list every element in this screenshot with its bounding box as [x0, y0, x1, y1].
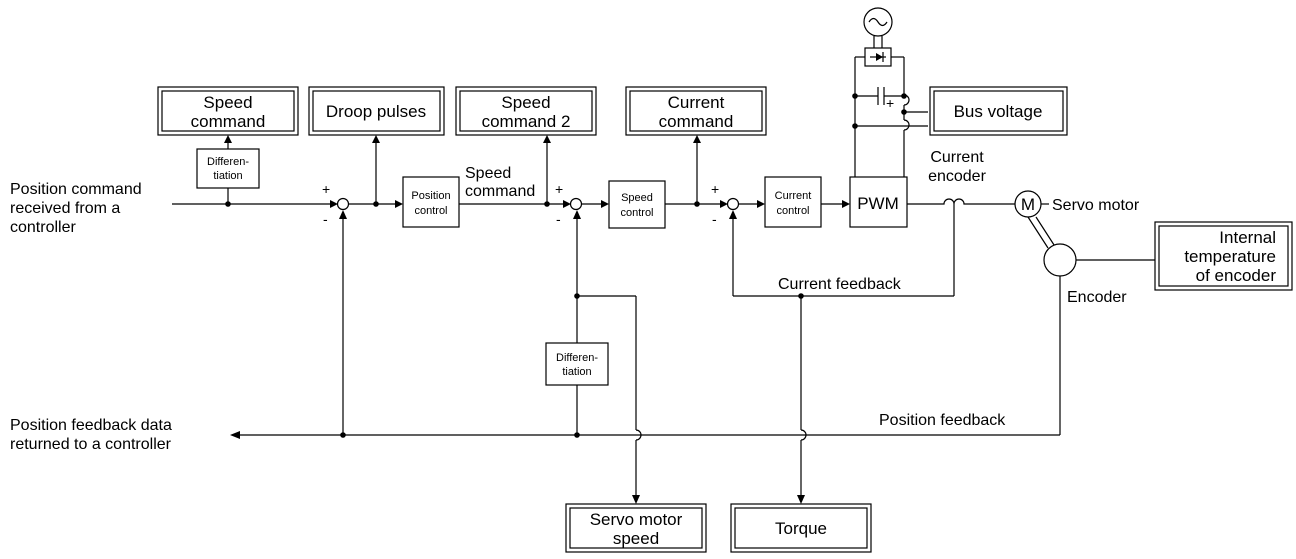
block-pwm-label: PWM — [857, 194, 899, 213]
monitor-current-command: Current command — [625, 86, 767, 136]
block-speed-control: Speed control — [608, 180, 666, 229]
monitor-speed-command-line2: command — [191, 112, 266, 131]
input-label-line1: Position command — [10, 181, 142, 198]
current-encoder-label-line1: Current — [930, 149, 984, 166]
capacitor-plus-sign: + — [886, 95, 894, 111]
current-encoder-label-line2: encoder — [928, 168, 986, 185]
block-current-control-line2: control — [776, 205, 809, 217]
monitor-speed-command-line1: Speed — [203, 93, 252, 112]
motor-symbol: M — [1021, 195, 1035, 214]
block-position-control: Position control — [402, 176, 460, 228]
input-label: Position command received from a control… — [10, 181, 142, 236]
power-circuit: + — [852, 7, 928, 177]
block-current-control: Current control — [764, 176, 822, 228]
monitor-speed-command-2-line2: command 2 — [482, 112, 571, 131]
block-differentiation-1-line1: Differen- — [207, 156, 249, 168]
junction-position-minus: - — [323, 211, 328, 227]
block-differentiation-2: Differen- tiation — [545, 342, 609, 386]
block-differentiation-1: Differen- tiation — [196, 148, 260, 189]
speed-command-signal-line1: Speed — [465, 165, 511, 182]
monitor-internal-temperature-line1: Internal — [1219, 228, 1276, 247]
block-differentiation-2-line1: Differen- — [556, 352, 598, 364]
current-feedback-label: Current feedback — [778, 276, 902, 293]
junction-position-plus: + — [322, 181, 330, 197]
monitor-current-command-line1: Current — [668, 93, 725, 112]
monitor-speed-command-2-line1: Speed — [501, 93, 550, 112]
output-label-line1: Position feedback data — [10, 417, 172, 434]
monitor-speed-command-2: Speed command 2 — [455, 86, 597, 136]
monitor-internal-temperature-line2: temperature — [1184, 247, 1276, 266]
monitor-torque: Torque — [730, 503, 872, 553]
junction-current-plus: + — [711, 181, 719, 197]
block-speed-control-line1: Speed — [621, 192, 653, 204]
monitor-droop-pulses-label: Droop pulses — [326, 102, 426, 121]
block-current-control-line1: Current — [775, 190, 812, 202]
position-feedback-loop — [230, 210, 1061, 439]
encoder-label: Encoder — [1067, 289, 1127, 306]
speed-feedback-loop — [573, 210, 642, 504]
monitor-speed-command: Speed command — [157, 86, 299, 136]
junction-speed-plus: + — [555, 181, 563, 197]
junction-signs: + - + - + - — [322, 181, 719, 227]
block-position-control-line2: control — [414, 205, 447, 217]
monitor-internal-temperature: Internal temperature of encoder — [1154, 221, 1293, 291]
summing-junction-current — [726, 197, 740, 211]
summing-junction-position — [336, 197, 350, 211]
monitor-current-command-line2: command — [659, 112, 734, 131]
forward-path-arrows — [330, 200, 850, 208]
output-label: Position feedback data returned to a con… — [10, 417, 172, 453]
monitor-tap-arrows — [224, 135, 701, 143]
block-speed-control-line2: control — [620, 207, 653, 219]
monitor-droop-pulses: Droop pulses — [308, 86, 445, 136]
junction-speed-minus: - — [556, 211, 561, 227]
block-differentiation-2-line2: tiation — [562, 366, 591, 378]
junction-dots-forward — [225, 201, 700, 207]
block-position-control-line1: Position — [411, 190, 450, 202]
current-feedback-loop — [729, 204, 955, 504]
encoder-icon — [1043, 243, 1077, 277]
speed-command-signal-line2: command — [465, 183, 535, 200]
block-pwm: PWM — [849, 176, 908, 228]
servo-motor-label: Servo motor — [1052, 197, 1140, 214]
monitor-servo-motor-speed: Servo motor speed — [565, 503, 707, 553]
junction-current-minus: - — [712, 211, 717, 227]
monitor-bus-voltage-label: Bus voltage — [954, 102, 1043, 121]
monitor-servo-motor-speed-line2: speed — [613, 529, 659, 548]
monitor-internal-temperature-line3: of encoder — [1196, 266, 1277, 285]
monitor-servo-motor-speed-line1: Servo motor — [590, 510, 683, 529]
monitor-bus-voltage: Bus voltage — [929, 86, 1068, 136]
output-label-line2: returned to a controller — [10, 436, 172, 453]
monitor-torque-label: Torque — [775, 519, 827, 538]
input-label-line3: controller — [10, 219, 76, 236]
block-differentiation-1-line2: tiation — [213, 170, 242, 182]
summing-junction-speed — [569, 197, 583, 211]
input-label-line2: received from a — [10, 200, 120, 217]
position-feedback-label: Position feedback — [879, 412, 1006, 429]
